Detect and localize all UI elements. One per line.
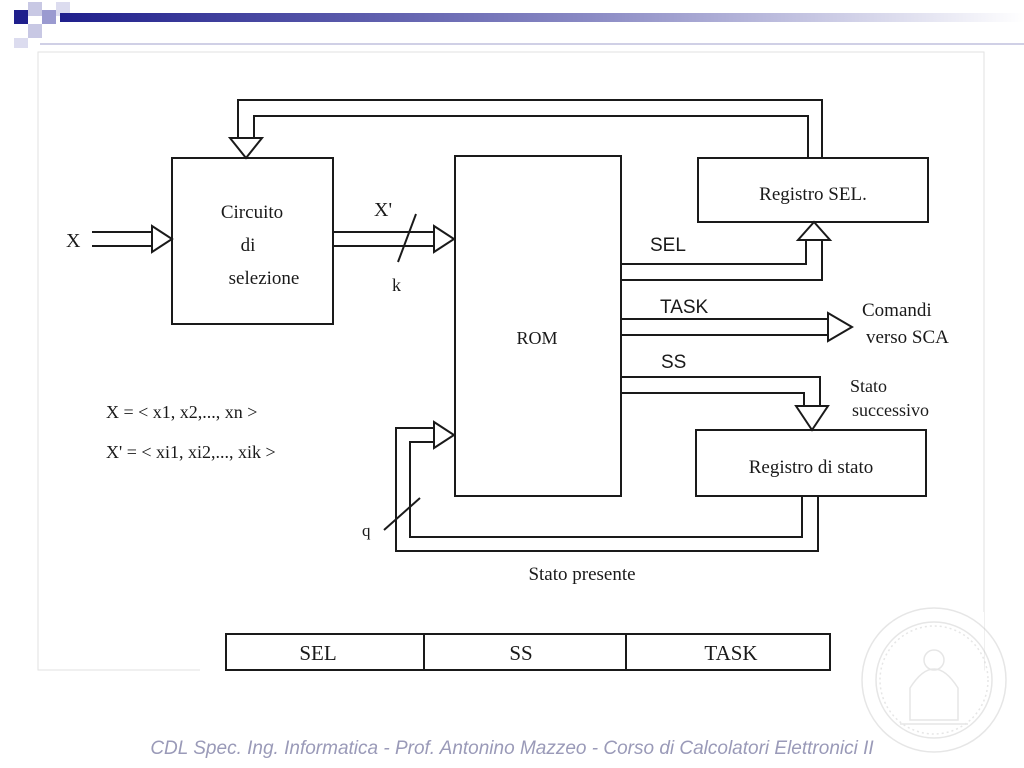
sel-label: SEL — [650, 235, 686, 256]
rom-block — [454, 155, 622, 497]
top-decoration — [14, 2, 1024, 48]
registro-stato-label: Registro di stato — [749, 457, 874, 478]
circuito-selezione-block — [171, 157, 334, 325]
title-gradient-bar — [60, 13, 1024, 22]
stato-successivo-line-2: successivo — [852, 400, 929, 420]
circuit-label-line-3: selezione — [229, 268, 300, 289]
comandi-label-line-1: Comandi — [862, 300, 932, 321]
sel-feedback-loop — [227, 99, 823, 160]
task-output-arrow — [621, 311, 854, 343]
word-field-sel: SEL — [299, 641, 336, 665]
registro-sel-label: Registro SEL. — [759, 184, 867, 205]
word-format: SEL SS TASK — [200, 612, 984, 674]
rom-label: ROM — [516, 328, 557, 348]
sel-output-arrow — [621, 220, 833, 281]
ss-output-arrow — [621, 376, 830, 432]
registro-stato-block — [695, 429, 927, 497]
task-label: TASK — [660, 297, 709, 318]
formula-x: X = < x1, x2,..., xn > — [106, 402, 257, 422]
circuit-label-line-2: di — [241, 235, 256, 256]
footer-text: CDL Spec. Ing. Informatica - Prof. Anton… — [150, 738, 874, 759]
stato-successivo-line-1: Stato — [850, 376, 887, 396]
word-field-ss: SS — [509, 641, 532, 665]
xprime-label: X' — [374, 199, 392, 221]
square-pattern-icon — [14, 2, 70, 48]
formula-xprime: X' = < xi1, xi2,..., xik > — [106, 442, 276, 462]
circuit-label-line-1: Circuito — [221, 202, 283, 223]
xprime-arrow — [333, 213, 456, 263]
registro-sel-block — [697, 157, 929, 223]
stato-presente-label: Stato presente — [528, 564, 635, 585]
university-seal-icon — [861, 607, 1007, 753]
k-label: k — [392, 275, 401, 295]
ss-label: SS — [661, 352, 686, 373]
present-state-loop — [383, 420, 819, 552]
word-field-task: TASK — [704, 641, 757, 665]
title-underline — [40, 43, 1024, 45]
input-x-label: X — [66, 230, 81, 252]
q-label: q — [362, 521, 371, 540]
input-x-arrow — [92, 224, 174, 254]
diagram-frame — [37, 51, 985, 671]
comandi-label-line-2: verso SCA — [866, 327, 949, 348]
